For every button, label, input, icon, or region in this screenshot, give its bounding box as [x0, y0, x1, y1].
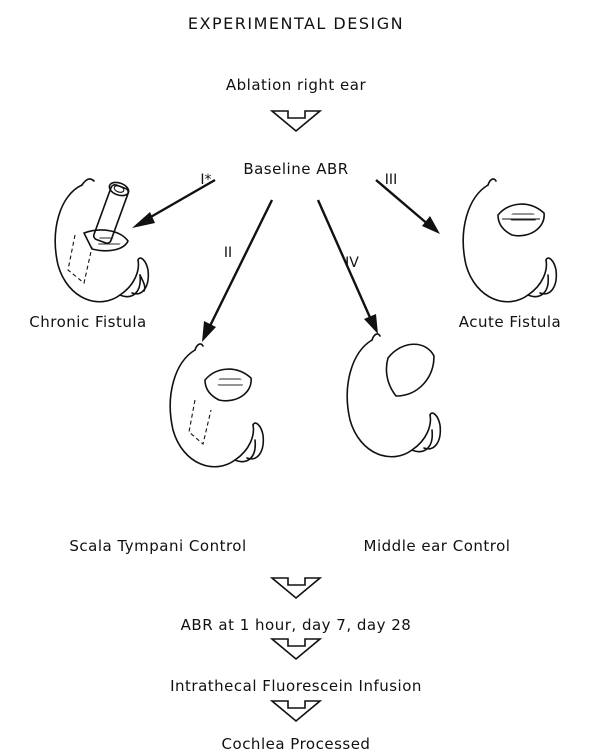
branch-numeral-ii: II — [224, 245, 232, 261]
cochlea-drawing-icon — [463, 179, 556, 302]
down-hollow-arrow-icon — [272, 578, 320, 598]
branch-numeral-i: I* — [200, 172, 211, 188]
step-cochlea-processed: Cochlea Processed — [222, 735, 371, 752]
down-hollow-arrow-icon — [272, 639, 320, 659]
step-infusion: Intrathecal Fluorescein Infusion — [170, 677, 422, 695]
step-ablation: Ablation right ear — [226, 76, 366, 94]
step-abr-times: ABR at 1 hour, day 7, day 28 — [181, 616, 412, 634]
cochlea-drawing-icon — [170, 344, 263, 467]
label-scala-tympani-control: Scala Tympani Control — [69, 537, 246, 555]
step-baseline-abr: Baseline ABR — [243, 160, 348, 178]
label-acute-fistula: Acute Fistula — [459, 313, 561, 331]
page-title: EXPERIMENTAL DESIGN — [188, 14, 404, 33]
branch-numeral-iv: IV — [345, 255, 359, 271]
arrow-to-scala-tympani-control — [202, 200, 272, 342]
cochlea-drawing-icon — [55, 179, 148, 302]
branch-numeral-iii: III — [385, 172, 397, 188]
arrow-to-acute-fistula — [376, 180, 440, 234]
label-chronic-fistula: Chronic Fistula — [29, 313, 146, 331]
label-middle-ear-control: Middle ear Control — [364, 537, 511, 555]
down-hollow-arrow-icon — [272, 701, 320, 721]
cochlea-drawing-icon — [347, 334, 440, 457]
down-hollow-arrow-icon — [272, 111, 320, 131]
